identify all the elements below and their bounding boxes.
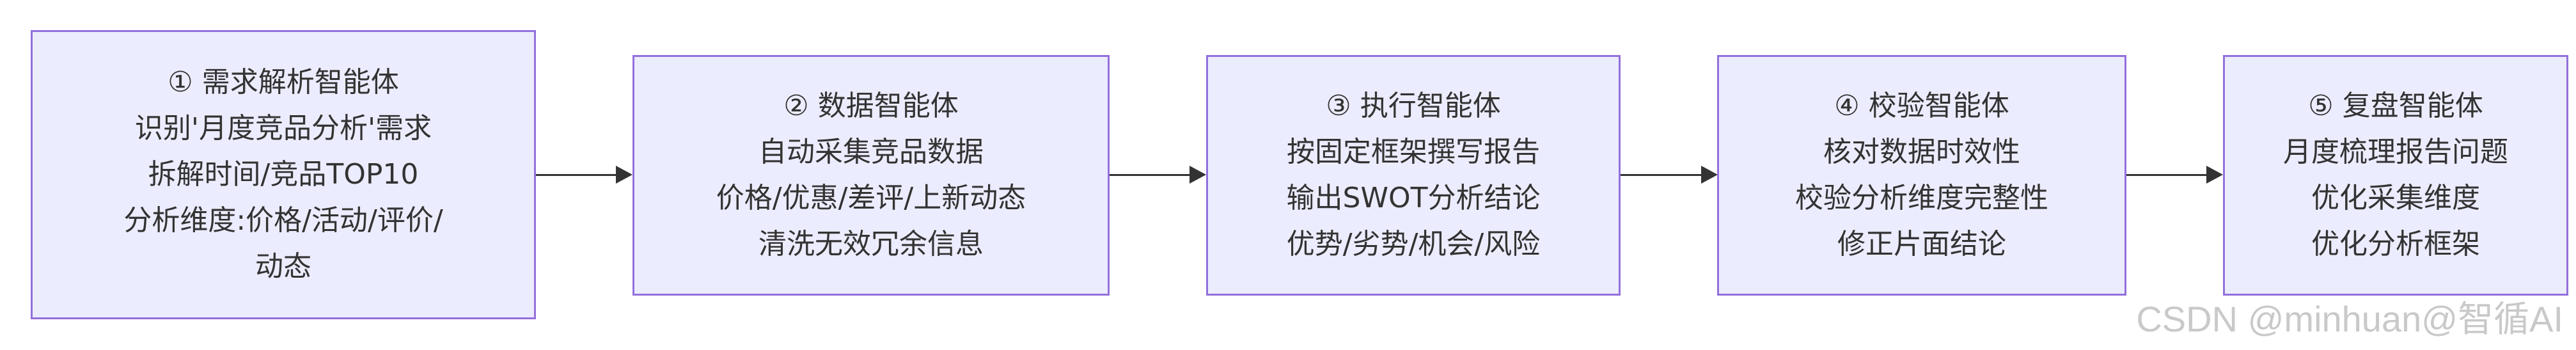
node-verification-agent: ④ 校验智能体 核对数据时效性 校验分析维度完整性 修正片面结论 <box>1717 55 2126 296</box>
node-line: 校验分析维度完整性 <box>1795 182 2048 214</box>
node-line: 拆解时间/竞品TOP10 <box>148 158 419 191</box>
node-review-agent: ⑤ 复盘智能体 月度梳理报告问题 优化采集维度 优化分析框架 <box>2223 55 2568 296</box>
node-line: 价格/优惠/差评/上新动态 <box>716 182 1026 214</box>
node-line: 自动采集竞品数据 <box>758 136 984 168</box>
edge-3-to-4 <box>1621 174 1702 176</box>
edge-1-to-2 <box>536 174 617 176</box>
node-line: 按固定框架撰写报告 <box>1287 136 1540 168</box>
node-line: 月度梳理报告问题 <box>2283 136 2508 168</box>
node-line: 修正片面结论 <box>1837 228 2006 260</box>
node-line: 优势/劣势/机会/风险 <box>1286 228 1541 260</box>
watermark: CSDN @minhuan@智循AI <box>2136 299 2563 339</box>
arrow-head-1 <box>616 166 632 184</box>
arrow-head-3 <box>1701 166 1718 184</box>
node-execution-agent: ③ 执行智能体 按固定框架撰写报告 输出SWOT分析结论 优势/劣势/机会/风险 <box>1206 55 1621 296</box>
arrow-head-4 <box>2206 166 2223 184</box>
node-line: 优化采集维度 <box>2311 182 2480 214</box>
node-line: ⑤ 复盘智能体 <box>2308 90 2483 122</box>
node-line: ② 数据智能体 <box>783 90 959 122</box>
node-line: 分析维度:价格/活动/评价/ <box>123 204 443 237</box>
node-line: 优化分析框架 <box>2311 228 2480 260</box>
edge-2-to-3 <box>1110 174 1190 176</box>
node-line: 清洗无效冗余信息 <box>758 228 984 260</box>
node-line: 输出SWOT分析结论 <box>1286 182 1541 214</box>
node-line: ④ 校验智能体 <box>1834 90 2009 122</box>
arrow-head-2 <box>1190 166 1206 184</box>
node-line: ③ 执行智能体 <box>1326 90 1501 122</box>
node-line: ① 需求解析智能体 <box>168 66 399 99</box>
node-requirement-agent: ① 需求解析智能体 识别'月度竞品分析'需求 拆解时间/竞品TOP10 分析维度… <box>31 30 536 319</box>
node-line: 动态 <box>255 250 311 283</box>
node-line: 识别'月度竞品分析'需求 <box>134 112 432 145</box>
edge-4-to-5 <box>2126 174 2207 176</box>
node-data-agent: ② 数据智能体 自动采集竞品数据 价格/优惠/差评/上新动态 清洗无效冗余信息 <box>632 55 1110 296</box>
node-line: 核对数据时效性 <box>1823 136 2020 168</box>
